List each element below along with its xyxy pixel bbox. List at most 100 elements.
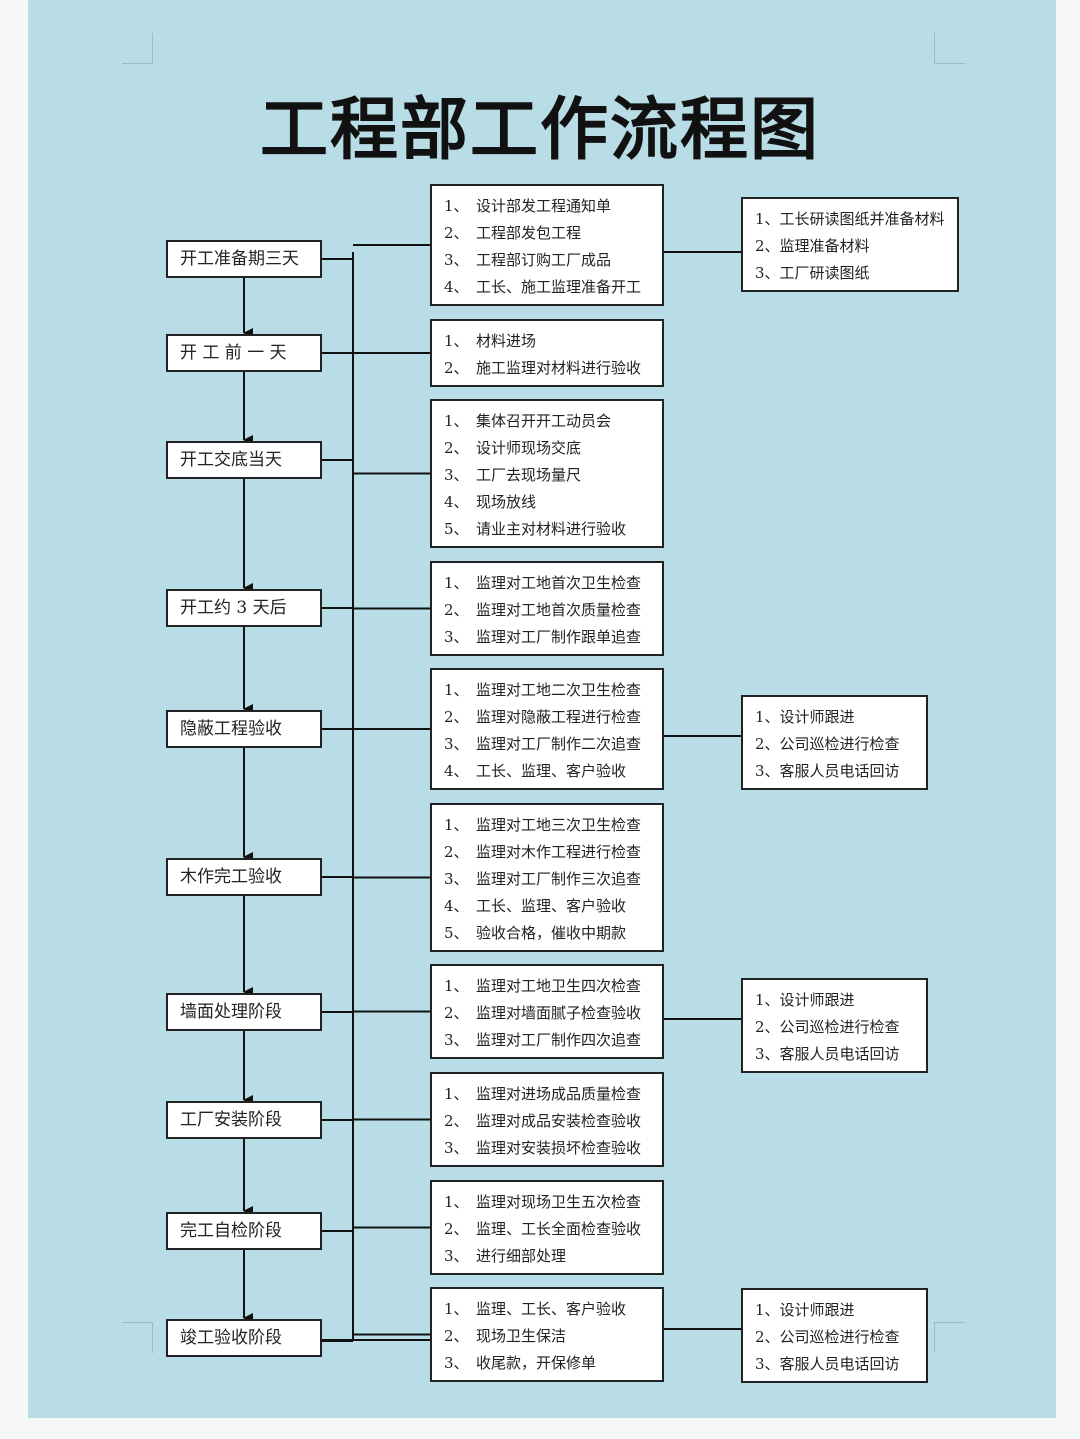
task-text: 监理对工厂制作二次追查 bbox=[476, 735, 642, 753]
followup-number: 2、 bbox=[755, 1018, 780, 1036]
followup-text: 设计师跟进 bbox=[779, 991, 855, 1009]
task-number: 2、 bbox=[444, 359, 469, 377]
followup-number: 3、 bbox=[755, 1045, 780, 1063]
task-text: 监理对现场卫生五次检查 bbox=[476, 1193, 642, 1211]
task-number: 3、 bbox=[444, 1139, 469, 1157]
task-number: 3、 bbox=[444, 870, 469, 888]
followup-item: 1、设计师跟进 bbox=[755, 704, 926, 731]
task-item: 3、工程部订购工厂成品 bbox=[444, 247, 662, 274]
followup-item: 3、客服人员电话回访 bbox=[755, 1351, 926, 1378]
followup-text: 设计师跟进 bbox=[779, 708, 855, 726]
task-number: 1、 bbox=[444, 977, 469, 995]
task-number: 4、 bbox=[444, 897, 469, 915]
task-text: 监理对工地三次卫生检查 bbox=[476, 816, 642, 834]
task-item: 3、收尾款，开保修单 bbox=[444, 1350, 662, 1377]
task-item: 4、工长、监理、客户验收 bbox=[444, 893, 662, 920]
followup-number: 3、 bbox=[755, 762, 780, 780]
task-text: 工程部发包工程 bbox=[476, 224, 582, 242]
task-number: 3、 bbox=[444, 1031, 469, 1049]
task-item: 3、监理对工厂制作二次追查 bbox=[444, 731, 662, 758]
followup-number: 1、 bbox=[755, 991, 780, 1009]
task-item: 1、监理对工地首次卫生检查 bbox=[444, 570, 662, 597]
followup-number: 3、 bbox=[755, 1355, 780, 1373]
task-item: 1、集体召开开工动员会 bbox=[444, 408, 662, 435]
followup-number: 2、 bbox=[755, 1328, 780, 1346]
task-number: 4、 bbox=[444, 493, 469, 511]
followup-number: 2、 bbox=[755, 237, 780, 255]
task-item: 2、监理对隐蔽工程进行检查 bbox=[444, 704, 662, 731]
task-text: 监理对工地二次卫生检查 bbox=[476, 681, 642, 699]
task-number: 3、 bbox=[444, 466, 469, 484]
task-text: 设计部发工程通知单 bbox=[476, 197, 612, 215]
task-item: 1、监理对工地二次卫生检查 bbox=[444, 677, 662, 704]
task-text: 设计师现场交底 bbox=[476, 439, 582, 457]
followup-text: 工厂研读图纸 bbox=[779, 264, 870, 282]
task-item: 1、监理对工地三次卫生检查 bbox=[444, 812, 662, 839]
task-item: 4、工长、监理、客户验收 bbox=[444, 758, 662, 785]
task-number: 3、 bbox=[444, 1354, 469, 1372]
task-text: 现场卫生保洁 bbox=[476, 1327, 567, 1345]
task-item: 3、进行细部处理 bbox=[444, 1243, 662, 1270]
task-item: 3、监理对工厂制作跟单追查 bbox=[444, 624, 662, 651]
followup-number: 1、 bbox=[755, 708, 780, 726]
task-item: 1、设计部发工程通知单 bbox=[444, 193, 662, 220]
task-text: 监理对安装损坏检查验收 bbox=[476, 1139, 642, 1157]
task-item: 1、监理对工地卫生四次检查 bbox=[444, 973, 662, 1000]
task-number: 5、 bbox=[444, 924, 469, 942]
followup-text: 客服人员电话回访 bbox=[779, 762, 900, 780]
task-text: 监理对木作工程进行检查 bbox=[476, 843, 642, 861]
task-item: 2、监理对成品安装检查验收 bbox=[444, 1108, 662, 1135]
task-text: 监理、工长、客户验收 bbox=[476, 1300, 627, 1318]
followup-text: 公司巡检进行检查 bbox=[779, 1328, 900, 1346]
followup-item: 3、工厂研读图纸 bbox=[755, 260, 957, 287]
stage-box: 开工约 3 天后 bbox=[166, 589, 322, 627]
followup-number: 2、 bbox=[755, 735, 780, 753]
page-title: 工程部工作流程图 bbox=[259, 90, 820, 170]
followup-text: 监理准备材料 bbox=[779, 237, 870, 255]
task-number: 4、 bbox=[444, 762, 469, 780]
task-number: 1、 bbox=[444, 574, 469, 592]
followup-text: 公司巡检进行检查 bbox=[779, 1018, 900, 1036]
task-number: 1、 bbox=[444, 1300, 469, 1318]
followup-number: 3、 bbox=[755, 264, 780, 282]
stage-box: 开工交底当天 bbox=[166, 441, 322, 479]
task-number: 2、 bbox=[444, 439, 469, 457]
task-item: 5、验收合格，催收中期款 bbox=[444, 920, 662, 947]
followup-number: 1、 bbox=[755, 210, 780, 228]
task-text: 材料进场 bbox=[476, 332, 537, 350]
task-number: 1、 bbox=[444, 1193, 469, 1211]
task-number: 3、 bbox=[444, 251, 469, 269]
task-item: 5、请业主对材料进行验收 bbox=[444, 516, 662, 543]
task-text: 工程部订购工厂成品 bbox=[476, 251, 612, 269]
task-item: 2、监理对工地首次质量检查 bbox=[444, 597, 662, 624]
task-number: 2、 bbox=[444, 843, 469, 861]
crop-mark bbox=[934, 33, 965, 64]
task-number: 2、 bbox=[444, 708, 469, 726]
stage-box: 工厂安装阶段 bbox=[166, 1101, 322, 1139]
task-item: 1、监理对进场成品质量检查 bbox=[444, 1081, 662, 1108]
stage-box: 开 工 前 一 天 bbox=[166, 334, 322, 372]
task-text: 请业主对材料进行验收 bbox=[476, 520, 627, 538]
task-number: 1、 bbox=[444, 332, 469, 350]
task-number: 3、 bbox=[444, 1247, 469, 1265]
task-item: 4、工长、施工监理准备开工 bbox=[444, 274, 662, 301]
task-text: 监理对工厂制作四次追查 bbox=[476, 1031, 642, 1049]
stage-box: 隐蔽工程验收 bbox=[166, 710, 322, 748]
task-text: 监理、工长全面检查验收 bbox=[476, 1220, 642, 1238]
task-number: 2、 bbox=[444, 1112, 469, 1130]
task-text: 监理对工地首次卫生检查 bbox=[476, 574, 642, 592]
task-text: 监理对进场成品质量检查 bbox=[476, 1085, 642, 1103]
task-number: 1、 bbox=[444, 197, 469, 215]
followup-number: 1、 bbox=[755, 1301, 780, 1319]
task-number: 1、 bbox=[444, 1085, 469, 1103]
task-item: 2、监理对墙面腻子检查验收 bbox=[444, 1000, 662, 1027]
task-item: 3、监理对工厂制作三次追查 bbox=[444, 866, 662, 893]
